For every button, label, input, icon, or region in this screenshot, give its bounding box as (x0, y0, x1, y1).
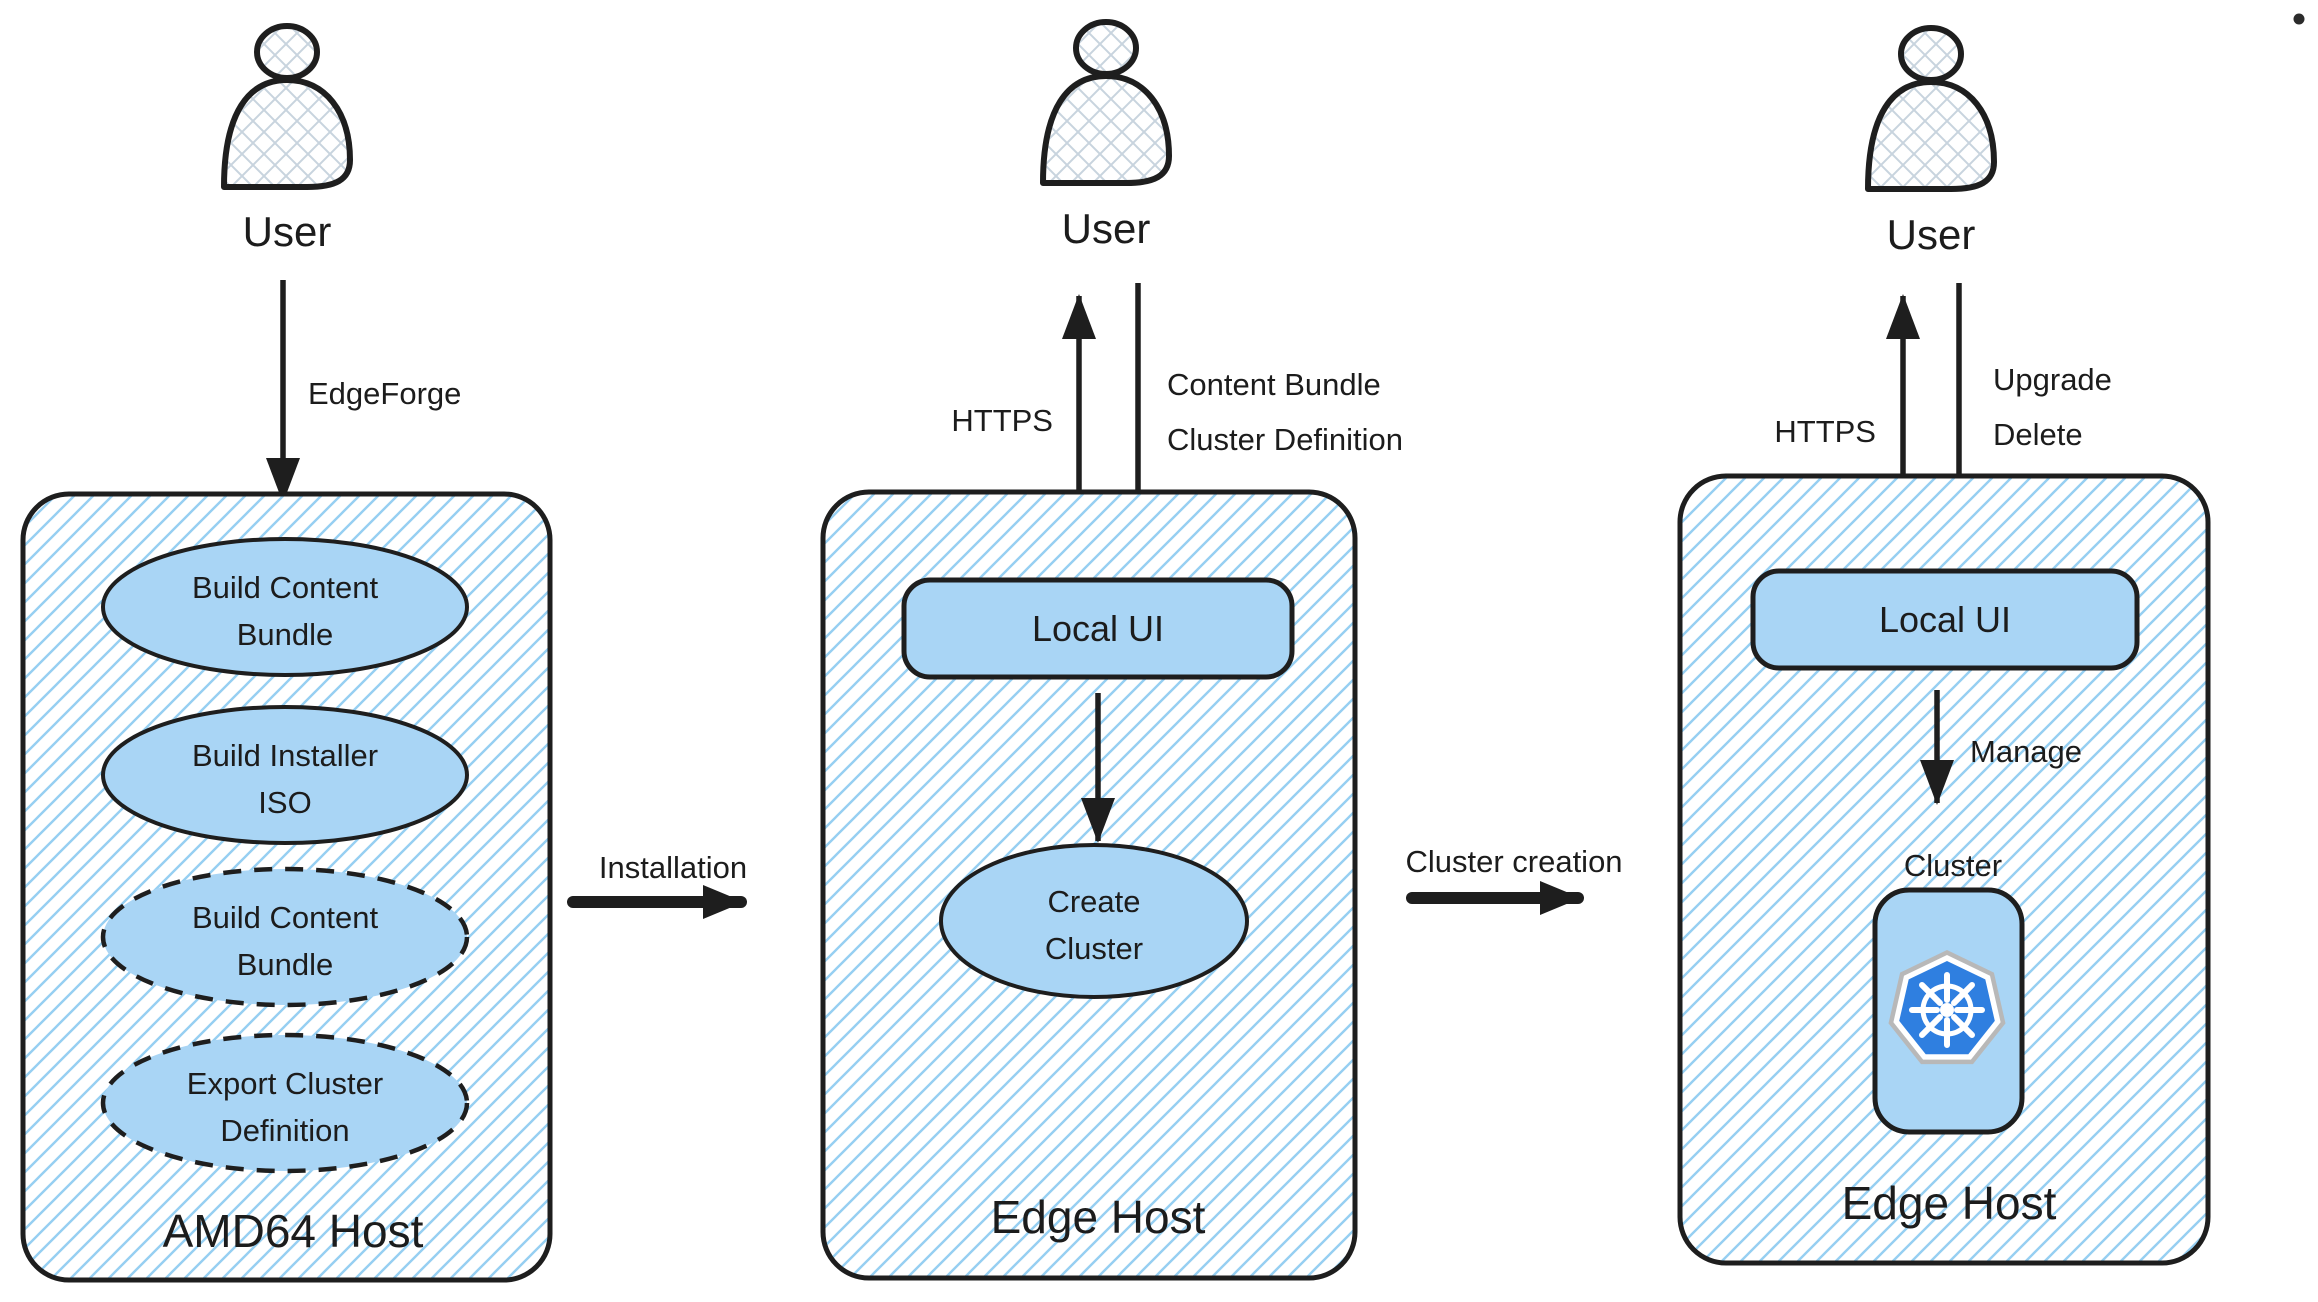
user-body (221, 77, 353, 190)
node-build-content-bundle-dashed (100, 866, 470, 1008)
node-label: Bundle (237, 947, 334, 982)
edgeforge-arrow-label: EdgeForge (308, 376, 461, 411)
local-ui-box (901, 577, 1295, 680)
k8s-wheel-hub (1940, 1003, 1954, 1017)
host-title: Edge Host (1842, 1177, 2057, 1229)
down-arrow-label: Cluster Definition (1167, 422, 1403, 457)
node-label: Build Installer (192, 738, 378, 773)
local-ui-label: Local UI (1879, 599, 2011, 640)
k8s-wheel-spokes (1909, 972, 1985, 1048)
stage-edge-host-manage: User HTTPS Upgrade Delete Local UI Manag… (1677, 25, 2211, 1266)
stray-dot (2293, 13, 2305, 25)
down-arrow-label: Delete (1993, 417, 2083, 452)
kubernetes-icon (1888, 950, 2006, 1065)
down-arrow-label: Content Bundle (1167, 367, 1381, 402)
node-build-content-bundle (101, 537, 469, 677)
node-build-installer-iso (101, 705, 469, 845)
node-label: Build Content (192, 900, 379, 935)
node-label: ISO (258, 785, 311, 820)
node-label: Cluster (1045, 931, 1143, 966)
local-ui-label: Local UI (1032, 608, 1164, 649)
manage-arrow-label: Manage (1970, 734, 2082, 769)
user-icon (1040, 19, 1172, 186)
user-body (1865, 79, 1997, 192)
node-label: Build Content (192, 570, 379, 605)
user-icon (221, 23, 353, 190)
transition-installation: Installation (567, 850, 747, 919)
transition-cluster-creation: Cluster creation (1405, 844, 1623, 915)
https-arrow-label: HTTPS (1774, 414, 1876, 449)
node-create-cluster (939, 843, 1249, 999)
user-head (254, 23, 320, 81)
host-title: AMD64 Host (163, 1205, 424, 1257)
user-label: User (1062, 205, 1151, 252)
user-label: User (243, 208, 332, 255)
node-label: Create (1047, 884, 1140, 919)
user-icon (1865, 25, 1997, 192)
transition-label: Installation (599, 850, 747, 885)
transition-label: Cluster creation (1405, 844, 1622, 879)
node-label: Export Cluster (187, 1066, 383, 1101)
host-title: Edge Host (991, 1191, 1206, 1243)
cluster-label: Cluster (1904, 848, 2002, 883)
node-export-cluster-definition (100, 1032, 470, 1174)
edge-host-container (1677, 473, 2211, 1266)
user-label: User (1887, 211, 1976, 258)
stage-amd64-host: User EdgeForge Build Content Bundle Buil… (20, 23, 553, 1283)
user-body (1040, 73, 1172, 186)
user-head (1898, 25, 1964, 83)
node-label: Definition (220, 1113, 349, 1148)
local-ui-box (1750, 568, 2140, 671)
node-label: Bundle (237, 617, 334, 652)
stage-edge-host-create: User HTTPS Content Bundle Cluster Defini… (820, 19, 1403, 1281)
https-arrow-label: HTTPS (951, 403, 1053, 438)
down-arrow-label: Upgrade (1993, 362, 2112, 397)
user-head (1073, 19, 1139, 77)
